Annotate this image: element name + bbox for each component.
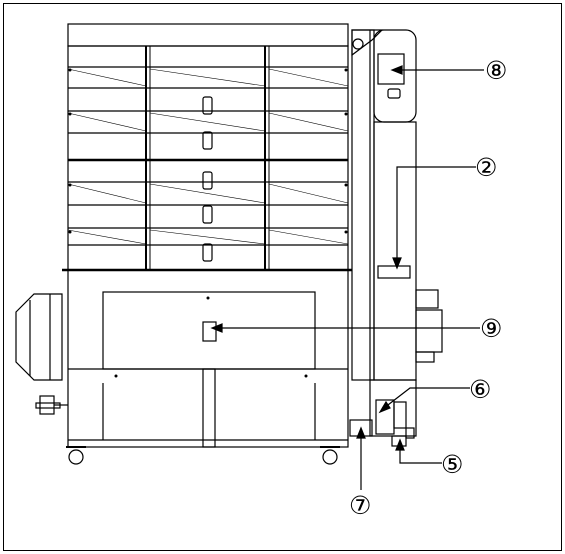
callout-6: ⑥ — [469, 375, 491, 404]
diagram-border — [3, 3, 562, 551]
callout-2: ② — [475, 153, 497, 182]
callout-7: ⑦ — [349, 491, 371, 520]
rivets — [68, 68, 348, 378]
callout-8: ⑧ — [485, 56, 507, 85]
dryer-body — [15, 23, 443, 465]
callout-5: ⑤ — [441, 450, 463, 479]
leader-lines — [210, 65, 484, 490]
callout-9: ⑨ — [480, 314, 502, 343]
